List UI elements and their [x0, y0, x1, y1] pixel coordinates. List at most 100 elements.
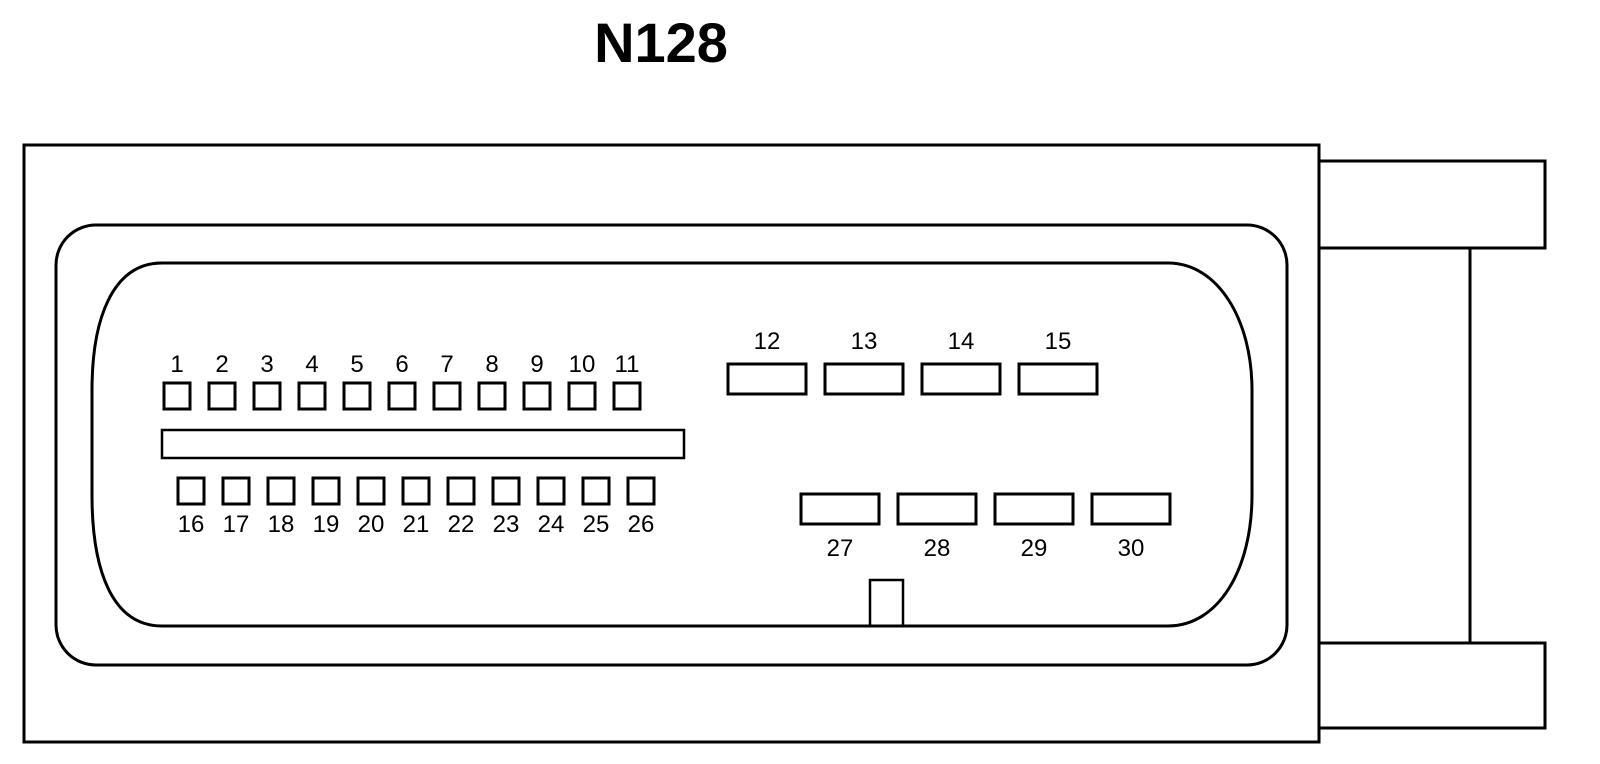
pin-17: 17	[221, 476, 251, 538]
pin-9-label: 9	[530, 351, 543, 378]
pin-16-contact	[176, 476, 206, 506]
pin-15: 15	[1017, 328, 1099, 396]
pin-20-contact	[356, 476, 386, 506]
pin-21-contact	[401, 476, 431, 506]
pin-6-contact	[387, 381, 417, 411]
pin-row-bottom: 16 17 18 19 20 21 22 23 24 25 26	[176, 476, 656, 538]
pin-11: 11	[612, 351, 642, 411]
pin-9: 9	[522, 351, 552, 411]
pin-26-contact	[626, 476, 656, 506]
pin-21: 21	[401, 476, 431, 538]
pin-26-label: 26	[628, 511, 655, 538]
pin-24-label: 24	[538, 511, 565, 538]
blade-row-upper: 12 13 14 15	[726, 328, 1099, 396]
pin-25-label: 25	[583, 511, 610, 538]
pin-25-contact	[581, 476, 611, 506]
pin-4-contact	[297, 381, 327, 411]
pin-19-contact	[311, 476, 341, 506]
pin-17-label: 17	[223, 511, 250, 538]
pin-26: 26	[626, 476, 656, 538]
pin-5: 5	[342, 351, 372, 411]
pin-13-contact	[823, 362, 905, 396]
pin-8: 8	[477, 351, 507, 411]
pin-1-label: 1	[170, 351, 183, 378]
pin-10: 10	[567, 351, 597, 411]
pin-13: 13	[823, 328, 905, 396]
pin-24: 24	[536, 476, 566, 538]
latch-bracket	[1319, 159, 1547, 730]
pin-28-contact	[896, 492, 978, 526]
housing-inner-frame	[54, 223, 1289, 667]
pin-11-label: 11	[615, 351, 640, 378]
pin-18-label: 18	[268, 511, 295, 538]
pin-9-contact	[522, 381, 552, 411]
pin-2: 2	[207, 351, 237, 411]
pin-22: 22	[446, 476, 476, 538]
pin-6: 6	[387, 351, 417, 411]
pin-23-label: 23	[493, 511, 520, 538]
pin-18-contact	[266, 476, 296, 506]
pin-17-contact	[221, 476, 251, 506]
pin-4: 4	[297, 351, 327, 411]
pin-19-label: 19	[313, 511, 340, 538]
pin-23: 23	[491, 476, 521, 538]
pin-5-contact	[342, 381, 372, 411]
pin-15-contact	[1017, 362, 1099, 396]
pin-24-contact	[536, 476, 566, 506]
pin-14: 14	[920, 328, 1002, 396]
pin-19: 19	[311, 476, 341, 538]
pin-22-label: 22	[448, 511, 475, 538]
pin-28: 28	[896, 492, 978, 562]
pin-2-contact	[207, 381, 237, 411]
pin-27-label: 27	[827, 535, 854, 562]
pin-28-label: 28	[924, 535, 951, 562]
pin-18: 18	[266, 476, 296, 538]
pin-11-contact	[612, 381, 642, 411]
pin-25: 25	[581, 476, 611, 538]
pin-13-label: 13	[851, 328, 878, 355]
pin-30-label: 30	[1118, 535, 1145, 562]
pin-1-contact	[162, 381, 192, 411]
pin-7-contact	[432, 381, 462, 411]
pin-29: 29	[993, 492, 1075, 562]
pin-16: 16	[176, 476, 206, 538]
pin-16-label: 16	[178, 511, 205, 538]
connector-housing	[22, 143, 1321, 744]
pin-29-contact	[993, 492, 1075, 526]
latch-upper-arm	[1319, 159, 1547, 250]
pin-8-label: 8	[485, 351, 498, 378]
pin-14-label: 14	[948, 328, 975, 355]
pin-2-label: 2	[215, 351, 228, 378]
pin-30: 30	[1090, 492, 1172, 562]
blade-row-lower: 27 28 29 30	[799, 492, 1172, 562]
pin-3-contact	[252, 381, 282, 411]
pin-10-label: 10	[569, 351, 596, 378]
pin-30-contact	[1090, 492, 1172, 526]
pin-20-label: 20	[358, 511, 385, 538]
pin-14-contact	[920, 362, 1002, 396]
pin-3: 3	[252, 351, 282, 411]
pin-7-label: 7	[440, 351, 453, 378]
pin-15-label: 15	[1045, 328, 1072, 355]
pin-1: 1	[162, 351, 192, 411]
pin-12-label: 12	[754, 328, 781, 355]
pin-4-label: 4	[305, 351, 318, 378]
pin-23-contact	[491, 476, 521, 506]
pin-6-label: 6	[395, 351, 408, 378]
pin-27: 27	[799, 492, 881, 562]
latch-lower-arm	[1319, 641, 1547, 730]
housing-outer-frame	[22, 143, 1321, 744]
pin-7: 7	[432, 351, 462, 411]
coding-key	[868, 578, 905, 628]
pin-12: 12	[726, 328, 808, 396]
pin-20: 20	[356, 476, 386, 538]
pin-12-contact	[726, 362, 808, 396]
connector-title: N128	[594, 11, 728, 74]
pin-8-contact	[477, 381, 507, 411]
pin-10-contact	[567, 381, 597, 411]
pin-row-separator	[160, 428, 686, 460]
pin-3-label: 3	[260, 351, 273, 378]
pin-29-label: 29	[1021, 535, 1048, 562]
